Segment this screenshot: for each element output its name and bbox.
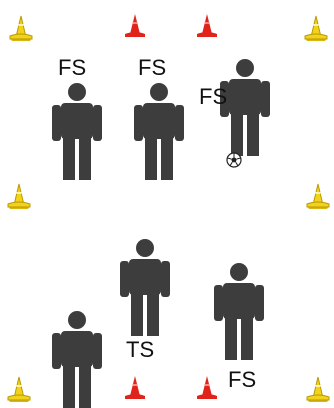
player-label: FS [228,369,256,391]
red-cone-icon [123,372,147,400]
player-icon [133,82,185,180]
player-label: FS [138,57,166,79]
yellow-cone-icon [303,12,329,42]
player-label: FS [199,86,227,108]
red-cone-icon [195,10,219,38]
soccer-ball-icon [226,152,242,168]
yellow-cone-icon [305,373,331,403]
player-icon [119,238,171,336]
player-icon [213,262,265,360]
yellow-cone-icon [8,12,34,42]
yellow-cone-icon [6,373,32,403]
player-icon [51,82,103,180]
player-icon [51,310,103,408]
red-cone-icon [195,372,219,400]
yellow-cone-icon [6,180,32,210]
yellow-cone-icon [305,180,331,210]
player-label: TS [126,339,154,361]
red-cone-icon [123,10,147,38]
player-label: FS [58,57,86,79]
